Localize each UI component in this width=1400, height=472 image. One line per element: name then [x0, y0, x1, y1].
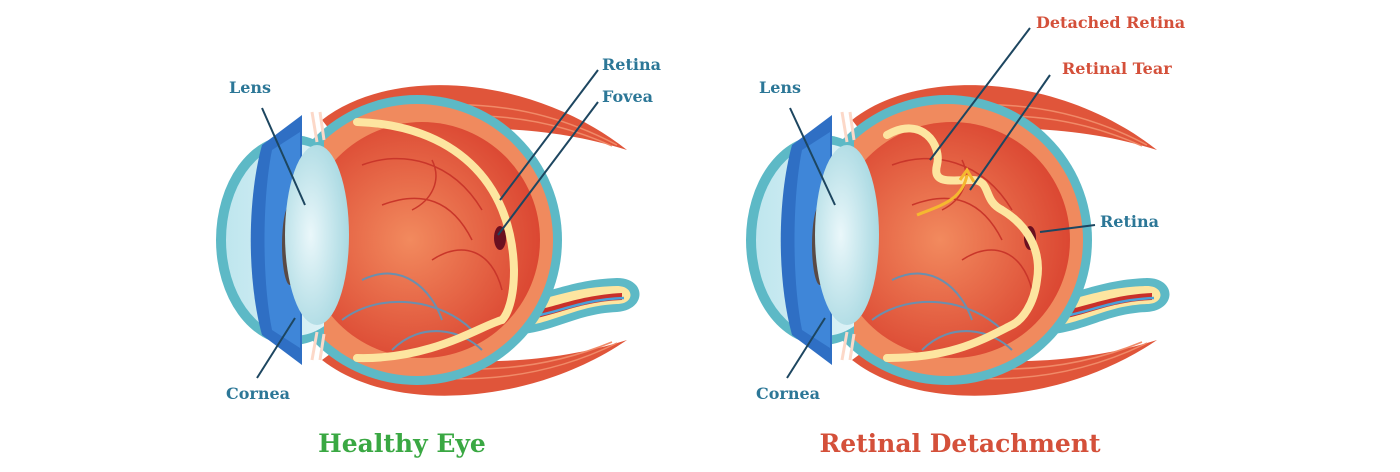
- label-fovea: Fovea: [602, 87, 653, 106]
- healthy-retina-line: [353, 118, 519, 363]
- label-retina-detached: Retina: [1100, 212, 1159, 231]
- label-retinal-tear: Retinal Tear: [1062, 59, 1172, 78]
- label-lens: Lens: [229, 78, 271, 97]
- leader-cornea: [256, 317, 296, 379]
- label-cornea-detached: Cornea: [756, 384, 820, 403]
- leader-lines: [256, 27, 1096, 379]
- detached-retina-line: [883, 124, 1042, 362]
- healthy-eye-illustration: [216, 85, 640, 396]
- leader-lens-detached: [789, 107, 836, 206]
- retinal-detachment-title: Retinal Detachment: [819, 429, 1101, 458]
- label-lens-detached: Lens: [759, 78, 801, 97]
- leader-fovea: [497, 101, 599, 236]
- leader-retina-detached: [1039, 224, 1096, 233]
- leader-retinal-tear: [969, 74, 1051, 191]
- tear-arrowhead-icon: [958, 167, 976, 183]
- leader-retina: [499, 69, 599, 201]
- healthy-eye-title: Healthy Eye: [318, 429, 486, 458]
- leader-detached-retina: [929, 27, 1031, 161]
- label-cornea: Cornea: [226, 384, 290, 403]
- tear-arrow-icon: [916, 174, 969, 217]
- leader-lens: [261, 107, 306, 206]
- detached-eye-illustration: [746, 85, 1170, 396]
- leader-cornea-detached: [786, 317, 826, 379]
- label-detached-retina: Detached Retina: [1036, 13, 1185, 32]
- label-retina: Retina: [602, 55, 661, 74]
